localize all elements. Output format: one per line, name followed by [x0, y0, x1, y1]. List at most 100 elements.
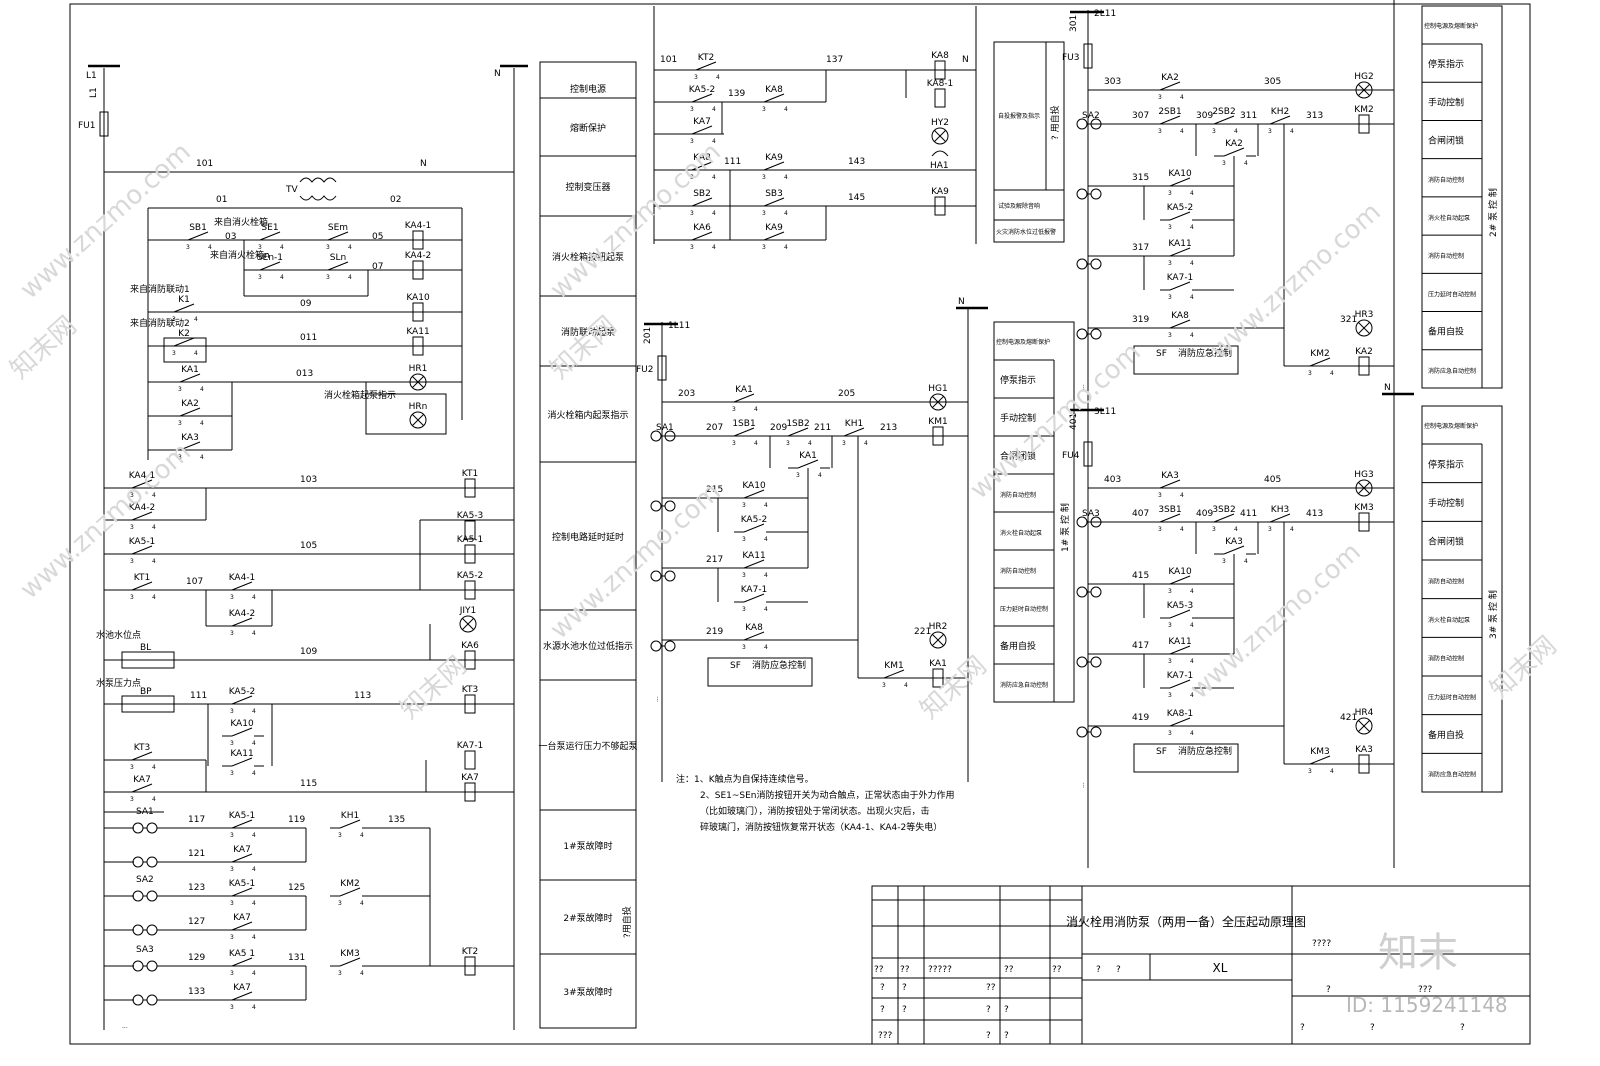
wire [339, 957, 361, 967]
indicator-lamp [929, 393, 947, 411]
label: 145 [848, 193, 865, 203]
terminal: 3 [742, 502, 746, 509]
coil-label: KM1 [928, 417, 947, 427]
coil-label: KA5-2 [457, 571, 484, 581]
bus-n: N [494, 69, 501, 79]
wire [743, 489, 765, 499]
wire [763, 197, 785, 207]
wire [1358, 322, 1370, 334]
function-cell: 控制电源 [570, 83, 606, 95]
label: 05 [372, 232, 383, 242]
wire [1358, 84, 1370, 96]
terminal: 3 [230, 1004, 234, 1011]
wire [743, 631, 765, 641]
terminal: 3 [882, 682, 886, 689]
label: 217 [706, 555, 723, 565]
label: BP [140, 687, 152, 697]
contact-label: KA4-2 [229, 609, 256, 619]
lamp-label: HG3 [1354, 470, 1373, 480]
coil-label: KA7-1 [457, 741, 484, 751]
label: 317 [1132, 243, 1149, 253]
wire [412, 414, 424, 426]
relay-coil [934, 60, 946, 80]
terminal: 4 [1234, 128, 1238, 135]
contact-label: KA11 [1168, 239, 1191, 249]
contact-label: 2SB1 [1158, 107, 1181, 117]
wire [231, 617, 253, 627]
tb-cell: ?? [986, 983, 996, 993]
contact-label: KM1 [884, 661, 903, 671]
terminal: 3 [1168, 260, 1172, 267]
label: 123 [188, 883, 205, 893]
tb-cell: ? [1326, 985, 1331, 995]
watermark-site: www.znzmo.com [1185, 537, 1367, 705]
contact-label: 1SB2 [786, 419, 809, 429]
wire [787, 427, 809, 437]
terminal: 3 [1222, 558, 1226, 565]
terminal: 3 [1168, 294, 1172, 301]
contact-label: KA11 [742, 551, 765, 561]
wire [883, 669, 905, 679]
contact-label: KA5-2 [741, 515, 768, 525]
terminal: 3 [690, 138, 694, 145]
watermark-logo: 知末 [1378, 930, 1458, 976]
wire [763, 161, 785, 171]
terminal: 4 [280, 274, 284, 281]
contact-label: KM3 [1310, 747, 1329, 757]
selector-note: ... [1079, 782, 1086, 788]
coil-label: KA8 [931, 51, 949, 61]
terminal: 3 [230, 900, 234, 907]
alarm-side-label: ? 用自投 [1049, 105, 1061, 140]
note-line: 2、SE1~SEn消防按钮开关为动合触点，正常状态由于外力作用 [700, 789, 955, 801]
terminal: 4 [208, 244, 212, 251]
label: 209 [770, 423, 787, 433]
contact-label: K2 [178, 329, 190, 339]
terminal: 4 [1244, 558, 1248, 565]
pump-function: 合闸闭锁 [1428, 135, 1464, 147]
notes: 注：1、K触点为自保持连续信号。2、SE1~SEn消防按钮开关为动合触点，正常状… [676, 773, 955, 833]
fuse [1083, 43, 1093, 69]
pump-function: 控制电源及熔断保护 [996, 338, 1050, 346]
terminal: 4 [280, 244, 284, 251]
sa-label: SA2 [1082, 111, 1100, 121]
relay-coil [932, 426, 944, 446]
wire [131, 751, 153, 761]
terminal: 3 [326, 244, 330, 251]
terminal: 4 [808, 440, 812, 447]
contact-label: KA4-1 [129, 471, 156, 481]
label: 207 [706, 423, 723, 433]
indicator-lamp [1355, 479, 1373, 497]
label: 307 [1132, 111, 1149, 121]
contact-label: KH2 [1271, 107, 1289, 117]
label: 133 [188, 987, 205, 997]
contact-label: KA7 [233, 845, 251, 855]
wire [131, 581, 153, 591]
wire [743, 523, 765, 533]
wire [231, 695, 253, 705]
pump-n: N [1384, 383, 1391, 393]
terminal: 4 [252, 630, 256, 637]
contact-label: KA2 [181, 399, 199, 409]
relay-coil [412, 336, 424, 356]
watermark-site: www.znzmo.com [15, 437, 197, 605]
selector-contact [1076, 726, 1088, 738]
coil-label: KA5-3 [457, 511, 484, 521]
wire [231, 581, 253, 591]
contact-label: KA8-1 [1167, 709, 1194, 719]
watermark-brand: 知末网 [915, 651, 993, 725]
selector-contact [1090, 328, 1102, 340]
relay-coil [1358, 356, 1370, 376]
terminal: 4 [152, 764, 156, 771]
selector-contact [1090, 258, 1102, 270]
wire [339, 819, 361, 829]
selector-contact [1090, 656, 1102, 668]
selector-contact [132, 924, 144, 936]
wire [1169, 247, 1191, 257]
sf-box [707, 657, 813, 687]
pump-function: 控制电源及熔断保护 [1424, 422, 1478, 430]
wire [1169, 177, 1191, 187]
wire [733, 427, 755, 437]
